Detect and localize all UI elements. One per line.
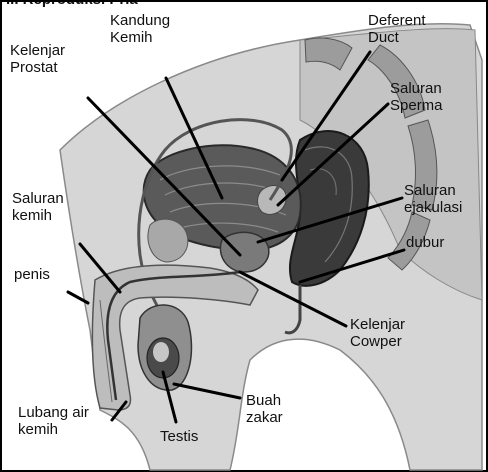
label-lubang-air-kemih: Lubang air kemih [18, 404, 89, 438]
label-saluran-sperma: Saluran Sperma [390, 80, 443, 114]
label-deferent-duct: Deferent Duct [368, 12, 426, 46]
label-saluran-kemih: Saluran kemih [12, 190, 64, 224]
pubic-bone [148, 219, 188, 262]
label-testis: Testis [160, 428, 198, 445]
label-dubur: dubur [406, 234, 444, 251]
label-kelenjar-prostat: Kelenjar Prostat [10, 42, 65, 76]
label-saluran-ejakulasi: Saluran ejakulasi [404, 182, 462, 216]
label-kelenjar-cowper: Kelenjar Cowper [350, 316, 405, 350]
label-penis: penis [14, 266, 50, 283]
prostate-gland [220, 232, 268, 272]
label-kandung-kemih: Kandung Kemih [110, 12, 170, 46]
label-buah-zakar: Buah zakar [246, 392, 283, 426]
